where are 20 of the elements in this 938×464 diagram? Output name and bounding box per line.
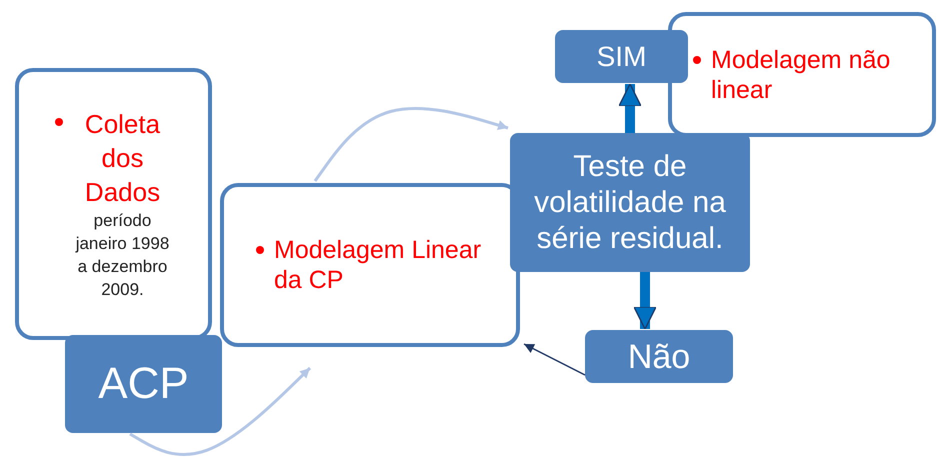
detail-text: período janeiro 1998 a dezembro 2009. [75,210,170,301]
label-box [555,30,688,83]
box-label: SIM [596,40,646,72]
arrow [314,106,508,182]
content-card [668,12,936,137]
box-label: Teste de volatilidade na série residual. [533,148,727,256]
arrow [129,366,312,456]
bullet-text: Modelagem Linear da CP [274,235,482,295]
label-box [65,335,222,433]
bullet-text: Coleta dos Dados [84,108,162,209]
bullet-text: Modelagem não linear [711,44,892,104]
label-box [585,330,733,383]
box-label: Não [628,338,690,376]
content-card [15,68,212,340]
arrow [524,343,586,376]
box-label: ACP [98,360,189,408]
arrow [618,83,642,133]
content-card [220,183,520,347]
label-box [510,133,750,272]
arrow [633,272,657,330]
